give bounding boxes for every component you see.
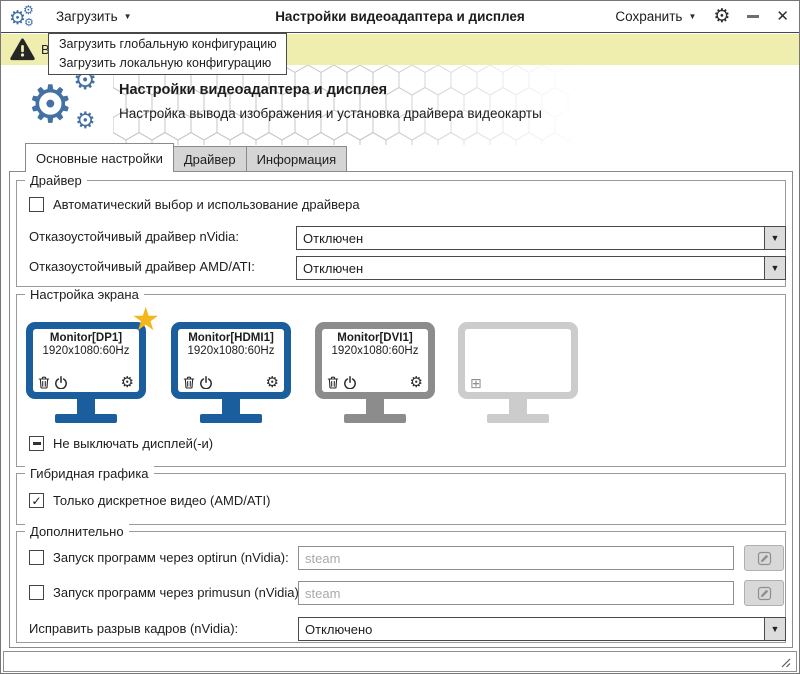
tab-main-settings[interactable]: Основные настройки — [25, 143, 174, 172]
discrete-only-label: Только дискретное видео (AMD/ATI) — [53, 493, 271, 508]
primusun-edit-button[interactable] — [744, 580, 784, 606]
auto-driver-checkbox[interactable] — [29, 197, 44, 212]
tear-fix-label: Исправить разрыв кадров (nVidia): — [29, 621, 239, 636]
amd-failsafe-value: Отключен — [303, 260, 364, 276]
pencil-edit-icon — [757, 586, 771, 600]
monitor-dvi1[interactable]: Monitor[DVI1] 1920x1080:60Hz — [315, 322, 435, 423]
monitor-add-slot[interactable]: ⊞ — [458, 322, 578, 423]
group-driver: Драйвер Автоматический выбор и использов… — [16, 173, 786, 287]
resize-grip[interactable] — [778, 655, 791, 668]
monitor-hdmi1[interactable]: Monitor[HDMI1] 1920x1080:60Hz — [171, 322, 291, 423]
tear-fix-combo[interactable]: Отключено ▼ — [298, 617, 786, 641]
save-menu-label: Сохранить — [615, 9, 683, 24]
add-display-icon[interactable]: ⊞ — [470, 375, 482, 391]
power-icon[interactable] — [199, 376, 213, 389]
monitor-settings-gear-icon[interactable]: ⚙ — [265, 374, 279, 391]
monitor-resolution: 1920x1080:60Hz — [187, 345, 275, 357]
tab-content-panel: Драйвер Автоматический выбор и использов… — [9, 171, 793, 648]
optirun-edit-button[interactable] — [744, 545, 784, 571]
amd-failsafe-label: Отказоустойчивый драйвер AMD/ATI: — [29, 259, 255, 274]
tab-bar: Основные настройки Драйвер Информация — [25, 143, 348, 172]
primusun-label: Запуск программ через primusun (nVidia): — [53, 585, 303, 600]
tear-fix-value: Отключено — [305, 621, 373, 637]
optirun-command-input[interactable] — [298, 546, 734, 570]
settings-gear-icon[interactable]: ⚙ — [713, 6, 731, 27]
trash-icon[interactable] — [327, 376, 339, 389]
group-hybrid: Гибридная графика ✓ Только дискретное ви… — [16, 466, 786, 525]
power-icon[interactable] — [54, 376, 68, 389]
pencil-edit-icon — [757, 551, 771, 565]
chevron-down-icon[interactable]: ▼ — [764, 257, 785, 279]
chevron-down-icon: ▼ — [123, 12, 132, 21]
chevron-down-icon: ▼ — [688, 12, 697, 21]
minimize-button[interactable] — [747, 15, 760, 18]
gears-logo-icon: ⚙ ⚙ ⚙ — [27, 65, 98, 134]
amd-failsafe-combo[interactable]: Отключен ▼ — [296, 256, 786, 280]
load-menu-popup: Загрузить глобальную конфигурацию Загруз… — [48, 33, 287, 75]
monitor-settings-gear-icon[interactable]: ⚙ — [409, 374, 423, 391]
save-menu-button[interactable]: Сохранить ▼ — [615, 1, 696, 32]
trash-icon[interactable] — [38, 376, 50, 389]
tab-driver[interactable]: Драйвер — [172, 146, 247, 172]
group-screen-legend: Настройка экрана — [25, 287, 144, 302]
page-subtitle: Настройка вывода изображения и установка… — [119, 106, 542, 121]
nvidia-failsafe-label: Отказоустойчивый драйвер nVidia: — [29, 229, 239, 244]
titlebar: ⚙ ⚙ ⚙ Загрузить ▼ Настройки видеоадаптер… — [1, 1, 799, 33]
monitor-resolution: 1920x1080:60Hz — [42, 345, 130, 357]
page-title: Настройки видеоадаптера и дисплея — [119, 82, 388, 98]
group-hybrid-legend: Гибридная графика — [25, 466, 154, 481]
status-bar — [3, 651, 797, 672]
optirun-label: Запуск программ через optirun (nVidia): — [53, 550, 289, 565]
hexagon-pattern — [113, 65, 583, 145]
monitor-name: Monitor[DP1] — [49, 332, 123, 344]
load-menu-label: Загрузить — [56, 9, 118, 24]
warning-triangle-icon — [10, 38, 35, 61]
load-menu-button[interactable]: Загрузить ▼ — [56, 1, 132, 32]
monitor-settings-gear-icon[interactable]: ⚙ — [120, 374, 134, 391]
menu-item-load-global[interactable]: Загрузить глобальную конфигурацию — [59, 37, 277, 51]
primusun-command-input[interactable] — [298, 581, 734, 605]
keep-display-on-checkbox[interactable] — [29, 436, 44, 451]
group-screen: Настройка экрана ★ Monitor[DP1] 1920x108… — [16, 287, 786, 467]
group-extra: Дополнительно Запуск программ через opti… — [16, 524, 786, 643]
group-driver-legend: Драйвер — [25, 173, 87, 188]
primary-star-icon: ★ — [131, 301, 160, 337]
power-icon[interactable] — [343, 376, 357, 389]
monitor-name: Monitor[HDMI1] — [188, 332, 274, 344]
nvidia-failsafe-combo[interactable]: Отключен ▼ — [296, 226, 786, 250]
discrete-only-checkbox[interactable]: ✓ — [29, 493, 44, 508]
trash-icon[interactable] — [183, 376, 195, 389]
menu-item-load-local[interactable]: Загрузить локальную конфигурацию — [59, 56, 272, 70]
tab-info[interactable]: Информация — [245, 146, 348, 172]
chevron-down-icon[interactable]: ▼ — [764, 618, 785, 640]
optirun-checkbox[interactable] — [29, 550, 44, 565]
monitor-name: Monitor[DVI1] — [337, 332, 413, 344]
warning-text: В — [41, 42, 50, 57]
nvidia-failsafe-value: Отключен — [303, 230, 364, 246]
close-button[interactable]: ✕ — [776, 8, 789, 25]
page-header: ⚙ ⚙ ⚙ Настройки видеоадаптера и дисплея … — [1, 65, 799, 143]
monitor-resolution: 1920x1080:60Hz — [331, 345, 419, 357]
chevron-down-icon[interactable]: ▼ — [764, 227, 785, 249]
primusun-checkbox[interactable] — [29, 585, 44, 600]
auto-driver-label: Автоматический выбор и использование дра… — [53, 197, 360, 212]
monitor-dp1[interactable]: ★ Monitor[DP1] 1920x1080:60Hz — [26, 303, 160, 423]
group-extra-legend: Дополнительно — [25, 524, 129, 539]
app-gears-icon: ⚙ ⚙ ⚙ — [9, 3, 34, 29]
keep-display-on-label: Не выключать дисплей(-и) — [53, 436, 214, 451]
